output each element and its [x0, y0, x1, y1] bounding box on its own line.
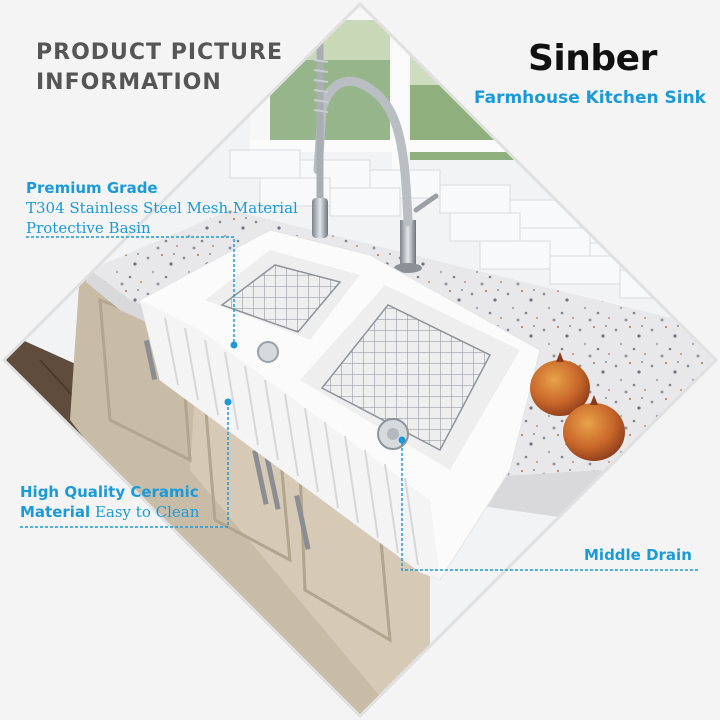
callout-material-rest: Easy to Clean — [90, 503, 200, 521]
callout-material-line-2: Material Easy to Clean — [20, 502, 199, 523]
brand-logo: Sinber — [528, 38, 657, 79]
callout-material: High Quality Ceramic Material Easy to Cl… — [20, 482, 199, 523]
heading-line-1: PRODUCT PICTURE — [36, 40, 283, 65]
callout-basin-grid: Premium Grade T304 Stainless Steel Mesh … — [26, 178, 298, 238]
product-subtitle: Farmhouse Kitchen Sink — [474, 88, 706, 108]
callout-material-line-1: High Quality Ceramic — [20, 483, 199, 501]
callout-basin-line-2: Protective Basin — [26, 219, 151, 237]
callout-basin-title: Premium Grade — [26, 179, 158, 197]
heading-line-2: INFORMATION — [36, 70, 222, 95]
callout-material-bold: Material — [20, 503, 91, 521]
callout-basin-line-1: T304 Stainless Steel Mesh Material — [26, 199, 298, 217]
callout-drain: Middle Drain — [584, 546, 692, 564]
page-heading: PRODUCT PICTURE INFORMATION — [36, 38, 283, 98]
